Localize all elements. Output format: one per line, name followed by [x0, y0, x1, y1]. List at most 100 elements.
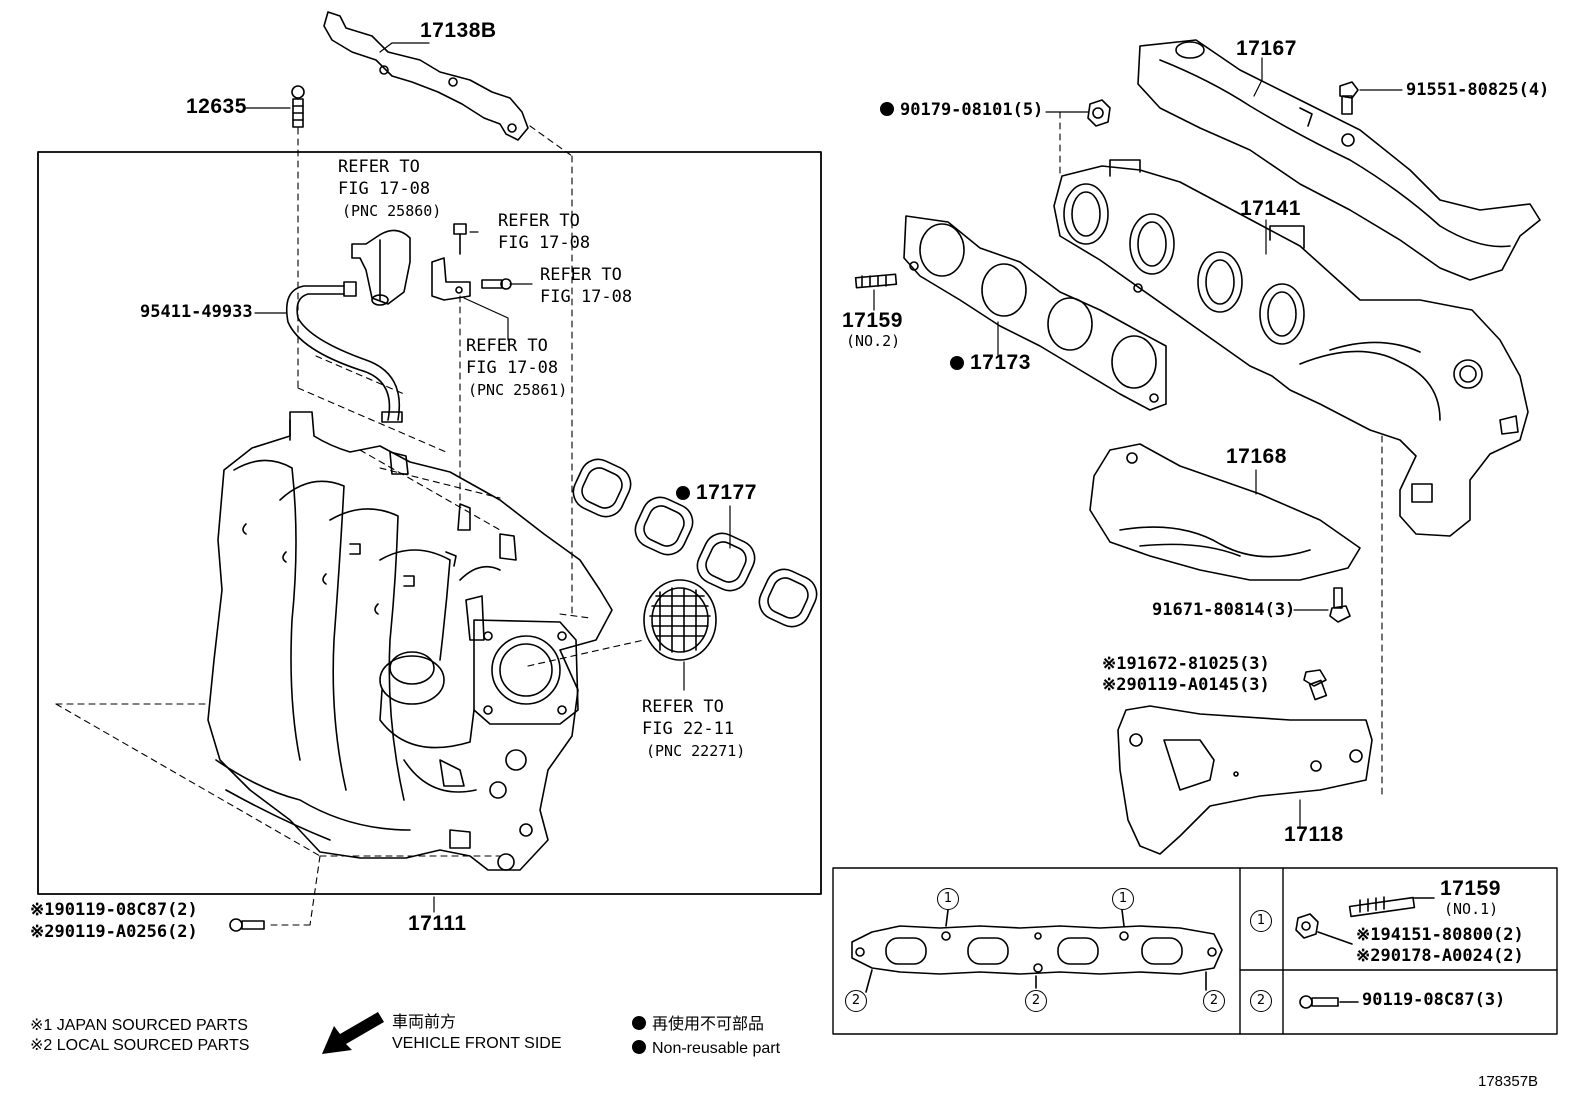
refer-line-2: FIG 17-08: [540, 287, 633, 307]
throttle-gasket-shape: [643, 579, 717, 661]
non-reusable-dot-icon: [950, 356, 964, 370]
refer-line-1: REFER TO: [338, 157, 420, 177]
exhaust-manifold-shape: [1053, 159, 1529, 537]
part-17141-label[interactable]: 17141: [1240, 197, 1301, 220]
part-number: 94151-80800(2): [1380, 925, 1524, 945]
callout-2-left: 2: [845, 990, 867, 1012]
part-17159-no1-label[interactable]: 17159: [1440, 877, 1501, 900]
legend-front-jp: 車両前方: [392, 1012, 457, 1031]
refer-line-2: FIG 17-08: [338, 179, 431, 199]
local-mark: ※2: [1356, 946, 1381, 966]
callout-2-middle: 2: [1025, 990, 1047, 1012]
bracket-17138b-shape: [323, 11, 529, 141]
legend-front-en: VEHICLE FRONT SIDE: [392, 1035, 562, 1052]
bolt-91671-shape: [1329, 587, 1351, 623]
part-number: 90179-08101(5): [900, 100, 1044, 120]
part-95411-49933-label[interactable]: 95411-49933: [140, 302, 253, 322]
japan-mark: ※1: [1356, 925, 1381, 945]
table-row-1-key: 1: [1250, 910, 1272, 932]
part-90119-a0256-label[interactable]: ※290119-A0256(2): [30, 924, 198, 941]
part-12635-label[interactable]: 12635: [186, 95, 247, 118]
refer-line-1: REFER TO: [642, 697, 724, 717]
refer-fig-22-11-throttle[interactable]: REFER TO FIG 22-11 (PNC 22271): [642, 696, 745, 762]
hose-95411-shape: [285, 281, 403, 423]
figure-id: 178357B: [1478, 1073, 1539, 1090]
refer-line-2: FIG 17-08: [466, 358, 559, 378]
variant-table-lines: [832, 867, 1558, 1035]
callout-1-right: 1: [1112, 888, 1134, 910]
part-17173-label[interactable]: 17173: [950, 352, 1031, 373]
callout-2-right: 2: [1203, 990, 1225, 1012]
non-reusable-dot-icon: [676, 486, 690, 500]
legend-local: ※2 LOCAL SOURCED PARTS: [30, 1037, 250, 1054]
part-17168-label[interactable]: 17168: [1226, 445, 1287, 468]
part-90119-08c87-3-label[interactable]: 90119-08C87(3): [1362, 990, 1506, 1010]
nut-90179-shape: [1087, 99, 1111, 127]
refer-line-1: REFER TO: [498, 211, 580, 231]
vehicle-front-arrow: [322, 1012, 384, 1054]
legend-nonreuse-en: Non-reusable part: [652, 1040, 781, 1057]
refer-fig-17-08-bracket[interactable]: REFER TO FIG 17-08 (PNC 25861): [466, 335, 567, 401]
stud-17159-no2-shape: [854, 273, 898, 289]
part-number: 90119-A0145(3): [1126, 675, 1270, 695]
part-number: 91672-81025(3): [1126, 654, 1270, 674]
part-number: 90178-A0024(2): [1380, 946, 1524, 966]
bolt-lower-left-shape: [229, 918, 265, 932]
part-90119-08c87-2-label[interactable]: ※190119-08C87(2): [30, 902, 198, 919]
stud-12635-shape: [291, 85, 305, 128]
gasket-17177-shape: [572, 458, 818, 628]
part-91551-80825-label[interactable]: 91551-80825(4): [1406, 80, 1550, 100]
refer-pnc: (PNC 22271): [646, 742, 746, 760]
stud-no1-text: (NO.1): [1444, 900, 1499, 918]
part-17138b-label[interactable]: 17138B: [420, 19, 497, 42]
non-reusable-dot-icon: [632, 1040, 646, 1054]
part-17177-number: 17177: [696, 481, 757, 504]
part-number: 17173: [970, 351, 1031, 374]
heat-insulator-17167-shape: [1137, 39, 1541, 281]
part-number: 90119-08C87(2): [54, 900, 198, 920]
bolt-91672-shape: [1303, 669, 1328, 701]
refer-pnc: (PNC 25860): [342, 202, 442, 220]
manifold-stay-17118-shape: [1117, 705, 1373, 855]
intake-manifold-shape: [207, 411, 613, 871]
refer-line-1: REFER TO: [466, 336, 548, 356]
part-number: 90119-A0256(2): [54, 922, 198, 942]
part-17118-label[interactable]: 17118: [1284, 823, 1344, 846]
refer-fig-17-08-bolt[interactable]: REFER TO FIG 17-08: [498, 210, 590, 254]
part-90178-a0024-label[interactable]: ※290178-A0024(2): [1356, 948, 1524, 965]
part-17177-label[interactable]: 17177: [676, 482, 757, 503]
stud-17159-no1-shape: [1348, 896, 1435, 918]
refer-line-2: FIG 22-11: [642, 719, 735, 739]
japan-mark: ※1: [1102, 654, 1127, 674]
legend-nonreuse-jp: 再使用不可部品: [652, 1014, 765, 1033]
part-17159-no2-label[interactable]: 17159: [842, 309, 903, 332]
refer-fig-17-08-screw[interactable]: REFER TO FIG 17-08: [540, 264, 632, 308]
bolt-91551-shape: [1339, 81, 1359, 115]
part-94151-80800-label[interactable]: ※194151-80800(2): [1356, 927, 1524, 944]
refer-line-1: REFER TO: [540, 265, 622, 285]
heat-insulator-17168-shape: [1089, 443, 1361, 581]
part-91672-81025-label[interactable]: ※191672-81025(3): [1102, 656, 1270, 673]
local-mark: ※2: [1102, 675, 1127, 695]
bolt-90119-08c87-3-shape: [1299, 995, 1359, 1009]
non-reusable-dot-icon: [632, 1016, 646, 1030]
refer-fig-17-08-vsv[interactable]: REFER TO FIG 17-08 (PNC 25860): [338, 156, 441, 222]
table-row-2-key: 2: [1250, 990, 1272, 1012]
non-reusable-dot-icon: [880, 102, 894, 116]
legend-japan: ※1 JAPAN SOURCED PARTS: [30, 1017, 248, 1034]
legend-front: 車両前方 VEHICLE FRONT SIDE: [392, 1012, 562, 1054]
part-90119-a0145-label[interactable]: ※290119-A0145(3): [1102, 677, 1270, 694]
part-17111-label[interactable]: 17111: [408, 912, 467, 935]
gasket-17173-shape: [903, 215, 1167, 411]
stud-no2-text: (NO.2): [846, 332, 901, 350]
gasket-variant-shape: [851, 909, 1223, 993]
refer-line-2: FIG 17-08: [498, 233, 591, 253]
japan-mark: ※1: [30, 900, 55, 920]
local-mark: ※2: [30, 922, 55, 942]
part-90179-08101-label[interactable]: 90179-08101(5): [880, 102, 1043, 119]
part-91671-80814-label[interactable]: 91671-80814(3): [1152, 600, 1296, 620]
part-17167-label[interactable]: 17167: [1236, 37, 1297, 60]
legend-source: ※1 JAPAN SOURCED PARTS ※2 LOCAL SOURCED …: [30, 1016, 249, 1056]
refer-pnc: (PNC 25861): [468, 381, 568, 399]
callout-1-left: 1: [937, 888, 959, 910]
